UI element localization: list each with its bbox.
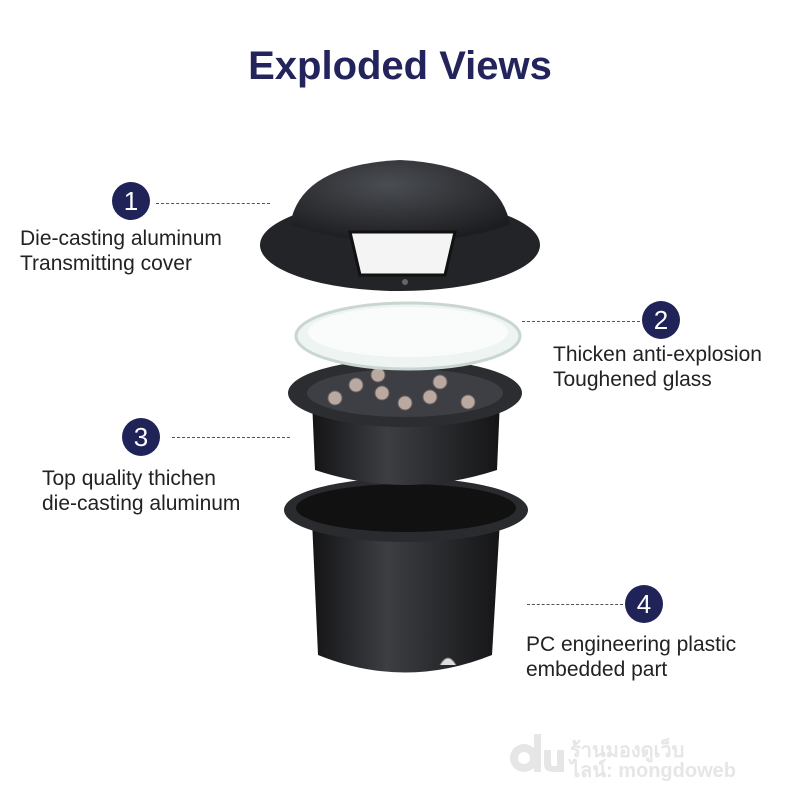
leader-line-3 [172,437,290,438]
callout-number-4: 4 [625,585,663,623]
watermark-line2: ไลน์: mongdoweb [570,760,736,782]
callout-4-line2: embedded part [526,658,668,681]
callout-1-line2: Transmitting cover [20,252,192,275]
callout-number-3: 3 [122,418,160,456]
callout-number-1: 1 [112,182,150,220]
watermark-logo-icon [510,734,564,772]
leader-line-1 [156,203,270,204]
callout-label-2: Thicken anti-explosion Toughened glass [553,342,762,392]
watermark-line1: ร้านมองดูเว็บ [570,740,685,762]
callout-3-line1: Top quality thichen [42,467,216,490]
page-title: Exploded Views [248,44,552,88]
callout-2-line1: Thicken anti-explosion [553,343,762,366]
callout-label-4: PC engineering plastic embedded part [526,632,736,682]
callout-4-line1: PC engineering plastic [526,633,737,656]
callout-number-2: 2 [642,301,680,339]
leader-line-4 [527,604,623,605]
callout-2-line2: Toughened glass [553,368,712,391]
toughened-glass-part [294,301,522,371]
callout-label-3: Top quality thichen die-casting aluminum [42,466,240,516]
embedded-housing-part [284,478,528,673]
leader-line-2 [522,321,640,322]
callout-1-line1: Die-casting aluminum [20,227,222,250]
lamp-body-part [288,359,522,485]
watermark: ร้านมองดูเว็บ ไลน์: mongdoweb [506,730,736,785]
transmitting-cover-part [260,160,540,291]
callout-3-line2: die-casting aluminum [42,492,241,515]
callout-label-1: Die-casting aluminum Transmitting cover [20,226,222,276]
